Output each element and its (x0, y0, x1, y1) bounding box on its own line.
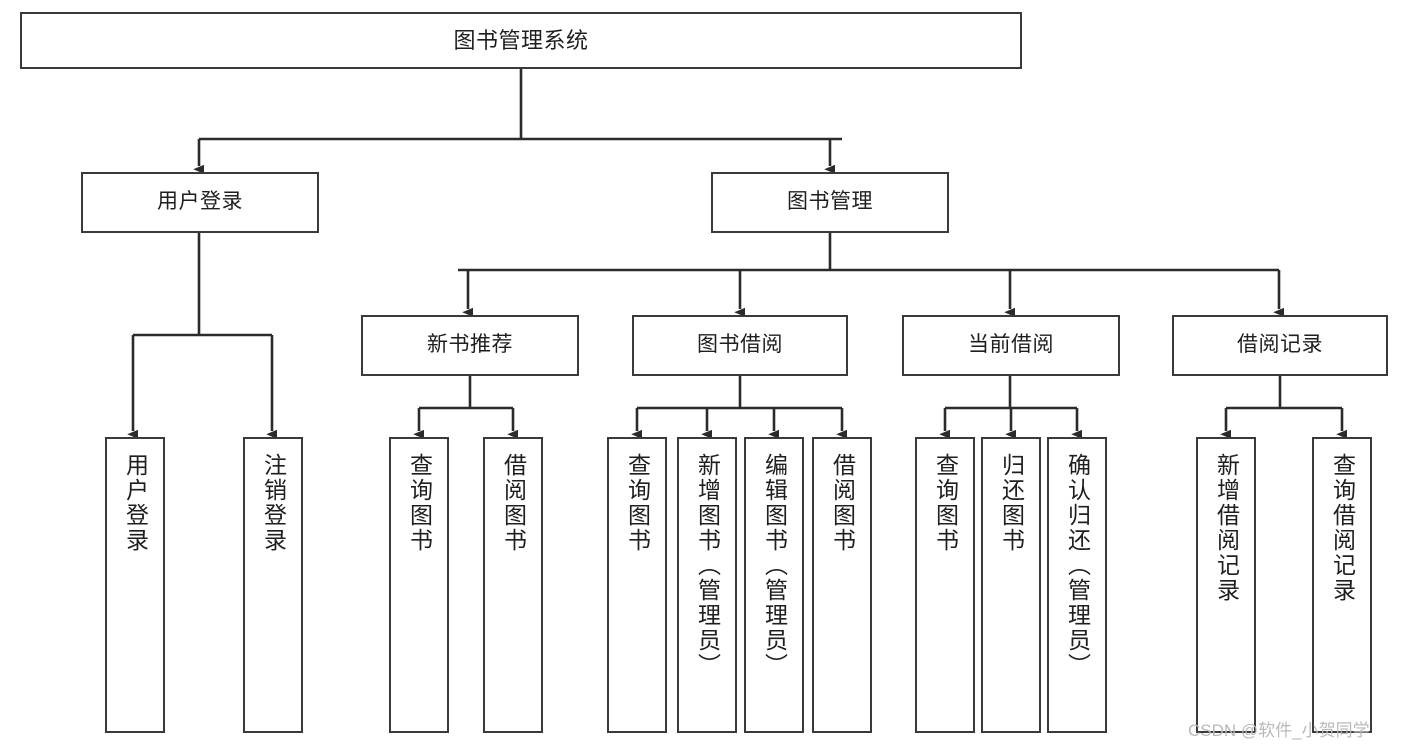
node-borrow-record[interactable]: 借阅记录 (1172, 315, 1388, 376)
leaf-new-borrow-book-label: 借阅图书 (500, 453, 527, 553)
leaf-borrow-lend-book[interactable]: 借阅图书 (812, 437, 872, 733)
leaf-current-confirm-return[interactable]: 确认归还（管理员） (1047, 437, 1107, 733)
leaf-user-login[interactable]: 用户登录 (105, 437, 165, 733)
node-book-management-label: 图书管理 (787, 190, 873, 214)
node-current-borrow-label: 当前借阅 (968, 333, 1054, 357)
leaf-new-borrow-book[interactable]: 借阅图书 (483, 437, 543, 733)
leaf-current-query-book[interactable]: 查询图书 (915, 437, 975, 733)
node-book-borrow-label: 图书借阅 (697, 333, 783, 357)
node-borrow-record-label: 借阅记录 (1237, 333, 1323, 357)
leaf-record-query[interactable]: 查询借阅记录 (1312, 437, 1372, 733)
leaf-user-login-label: 用户登录 (122, 453, 149, 553)
node-user-login-label: 用户登录 (157, 190, 243, 214)
leaf-new-query-book[interactable]: 查询图书 (389, 437, 449, 733)
node-current-borrow[interactable]: 当前借阅 (902, 315, 1120, 376)
leaf-current-return-book[interactable]: 归还图书 (981, 437, 1041, 733)
node-root-label: 图书管理系统 (453, 27, 589, 53)
leaf-current-query-book-label: 查询图书 (932, 453, 959, 553)
leaf-current-return-book-label: 归还图书 (998, 453, 1025, 553)
leaf-record-query-label: 查询借阅记录 (1329, 453, 1356, 603)
node-book-management[interactable]: 图书管理 (711, 172, 949, 233)
leaf-borrow-add-book-label: 新增图书（管理员） (694, 453, 721, 678)
csdn-watermark: CSDN @软件_小贺同学 (1188, 721, 1370, 740)
leaf-borrow-add-book[interactable]: 新增图书（管理员） (677, 437, 737, 733)
leaf-current-confirm-return-label: 确认归还（管理员） (1064, 453, 1091, 678)
node-new-book-recommend[interactable]: 新书推荐 (361, 315, 579, 376)
node-new-book-recommend-label: 新书推荐 (427, 333, 513, 357)
node-user-login[interactable]: 用户登录 (81, 172, 319, 233)
leaf-user-logout-label: 注销登录 (260, 453, 287, 553)
leaf-borrow-query-book[interactable]: 查询图书 (607, 437, 667, 733)
leaf-borrow-query-book-label: 查询图书 (624, 453, 651, 553)
leaf-record-add-label: 新增借阅记录 (1213, 453, 1240, 603)
leaf-new-query-book-label: 查询图书 (406, 453, 433, 553)
leaf-record-add[interactable]: 新增借阅记录 (1196, 437, 1256, 733)
leaf-borrow-edit-book-label: 编辑图书（管理员） (761, 453, 788, 678)
node-book-borrow[interactable]: 图书借阅 (632, 315, 848, 376)
leaf-borrow-edit-book[interactable]: 编辑图书（管理员） (744, 437, 804, 733)
node-root[interactable]: 图书管理系统 (20, 12, 1022, 69)
leaf-user-logout[interactable]: 注销登录 (243, 437, 303, 733)
leaf-borrow-lend-book-label: 借阅图书 (829, 453, 856, 553)
